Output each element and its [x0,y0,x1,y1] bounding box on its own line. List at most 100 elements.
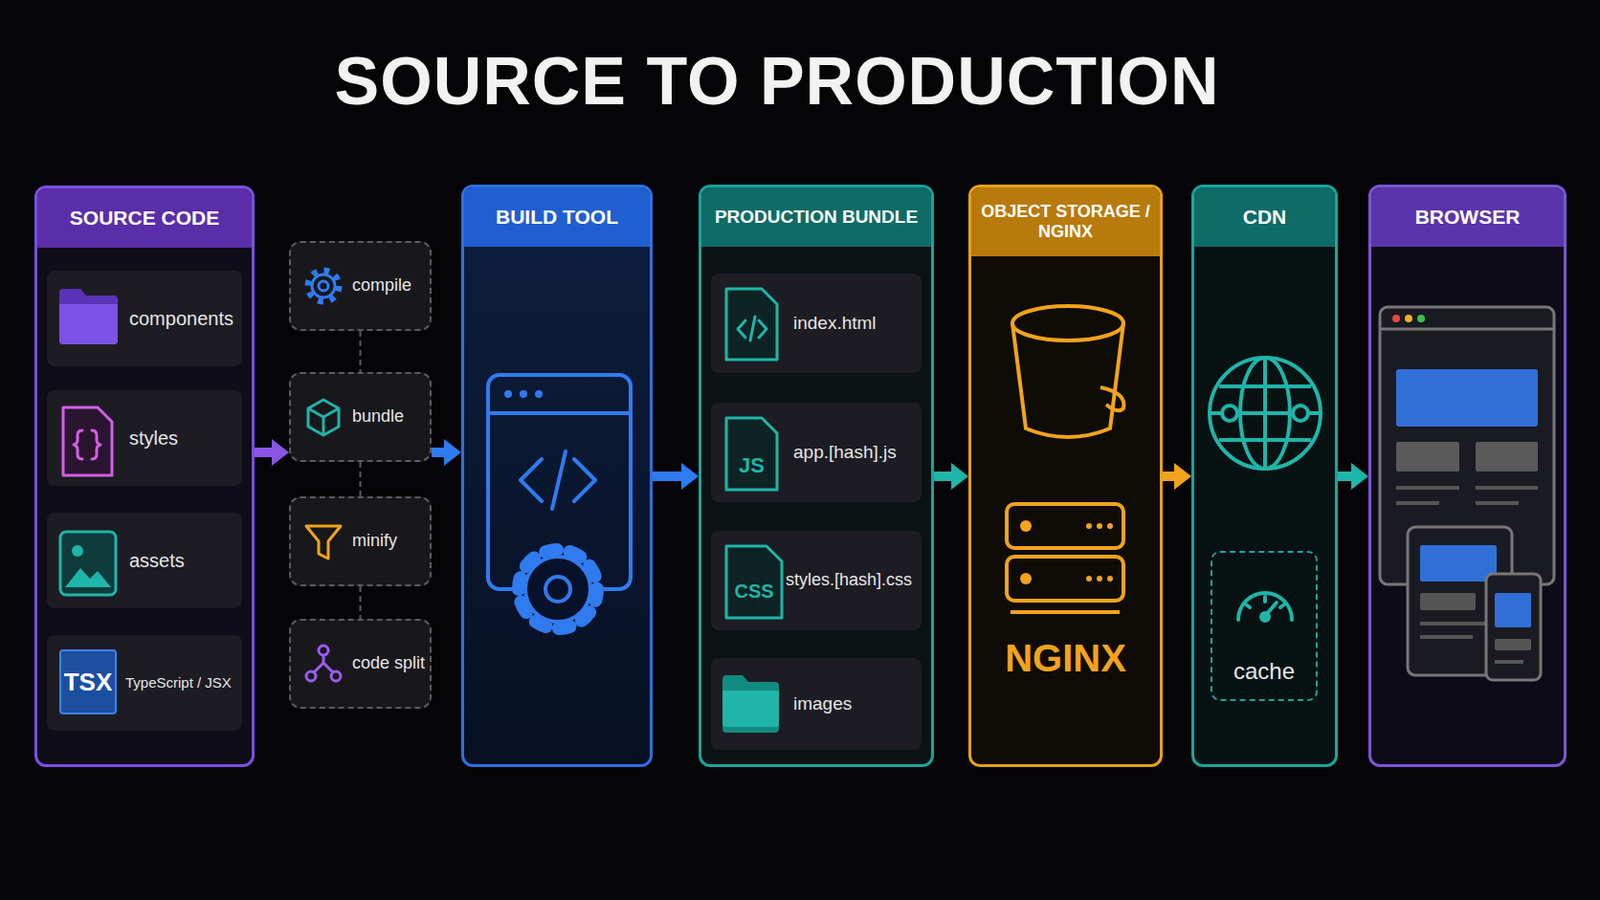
column-header: SOURCE CODE [37,188,252,248]
flow-arrow [1162,463,1192,490]
arrow-body [431,447,446,458]
folder-icon-part [59,304,118,345]
js-file-icon-part [726,418,778,490]
flow-arrow [254,439,289,467]
node-label: assets [129,549,185,573]
server-icon-part [1020,520,1032,533]
icon-label: CSS [724,577,784,606]
arrow-body [254,447,274,458]
node-label: TypeScript / JSX [125,674,232,692]
cdn-column: CDN cache [1191,184,1338,768]
bundle-file: CSSstyles.[hash].css [711,531,922,631]
gauge-icon-part [1238,593,1292,621]
source-item: TSX TypeScript / JSX [46,635,243,732]
arrow-body [1162,471,1177,482]
split-icon-part [306,671,316,682]
column-header: OBJECT STORAGE / NGINX [971,187,1160,257]
browser-illustration-part [1396,442,1460,472]
diagram-title: SOURCE TO PRODUCTION [0,38,1555,125]
node-label: styles [129,426,178,450]
browser-column: BROWSER [1368,184,1567,768]
arrow-head [681,463,699,490]
column-header: CDN [1194,187,1335,247]
build-illustration-part [520,451,596,510]
browser-illustration-part [1379,328,1555,332]
gear-icon-part [311,274,335,298]
js-file-icon [726,418,778,490]
browser-illustration-part [1396,488,1538,504]
build-column: BUILD TOOL [461,184,653,768]
server-icon-part [1010,610,1120,615]
arrow-head [1351,463,1369,490]
build-illustration-part [519,390,528,399]
browser-illustration-part [1420,623,1488,638]
build-illustration [488,375,631,629]
bundle-file: JSapp.[hash].js [711,402,922,503]
funnel-icon-part [306,526,341,559]
style-file-icon-part [63,407,112,476]
split-icon-part [331,671,341,682]
arrow-head [444,439,462,467]
html-file-icon-part [726,288,778,360]
bucket-icon-part [1100,387,1125,411]
gear-icon-part [308,270,339,302]
gauge-icon-part [1265,602,1277,617]
globe-icon-part [1292,405,1309,422]
arrow-head [951,463,969,490]
gauge-icon-part [1245,597,1285,608]
server-icon [1006,504,1124,613]
build-step: code split [288,619,432,710]
server-icon-part [1107,523,1113,530]
bundle-file: images [711,658,922,751]
server-name: NGINX [971,635,1160,682]
bucket-icon-part [1012,323,1124,438]
node-label: bundle [352,406,404,428]
images-folder-icon-part [722,690,779,728]
arrow-head [1174,463,1192,490]
source-column: SOURCE CODEcomponentsstylesassetsTSXType… [34,185,255,768]
style-file-icon-part [73,430,83,460]
dashed-link [359,462,361,497]
storage-column: OBJECT STORAGE / NGINX NGINX [968,184,1163,768]
flow-arrow [1337,463,1369,490]
flow-arrow [431,439,462,467]
html-file-icon-part [737,316,767,341]
source-item: styles [46,390,243,487]
globe-icon-part [1209,357,1321,469]
images-folder-icon [722,675,779,734]
build-illustration-part [525,556,591,623]
split-icon-part [313,655,334,673]
image-icon-part [71,545,84,557]
server-icon-part [1020,573,1032,585]
node-label: app.[hash].js [793,442,897,465]
browser-illustration-part [1494,639,1532,651]
bundle-file: index.html [711,273,922,374]
server-icon-part [1096,523,1103,530]
server-icon-part [1006,556,1124,601]
node-label: styles.[hash].css [785,570,912,592]
bucket-icon [1012,306,1125,438]
split-icon [306,645,341,682]
browser-illustration-part [1486,574,1541,681]
icon-label: TSX [59,649,117,715]
gear-icon [308,270,339,302]
cache-box: cache [1210,551,1318,702]
node-label: index.html [793,312,877,335]
build-illustration-part [545,577,571,602]
image-icon-part [65,568,112,588]
globe-icon-part [1240,357,1290,469]
browser-illustration-part [1396,369,1538,427]
browser-illustration-part [1392,314,1400,323]
build-illustration-part [504,390,512,399]
build-illustration-part [488,411,631,416]
source-item: assets [46,512,243,609]
node-label: images [793,693,852,716]
node-label: cache [1233,658,1295,687]
build-step: compile [288,241,432,332]
folder-icon [59,288,118,345]
server-icon-part [1006,504,1124,549]
bucket-icon-part [1012,306,1124,341]
gauge-icon-part [1261,613,1269,622]
